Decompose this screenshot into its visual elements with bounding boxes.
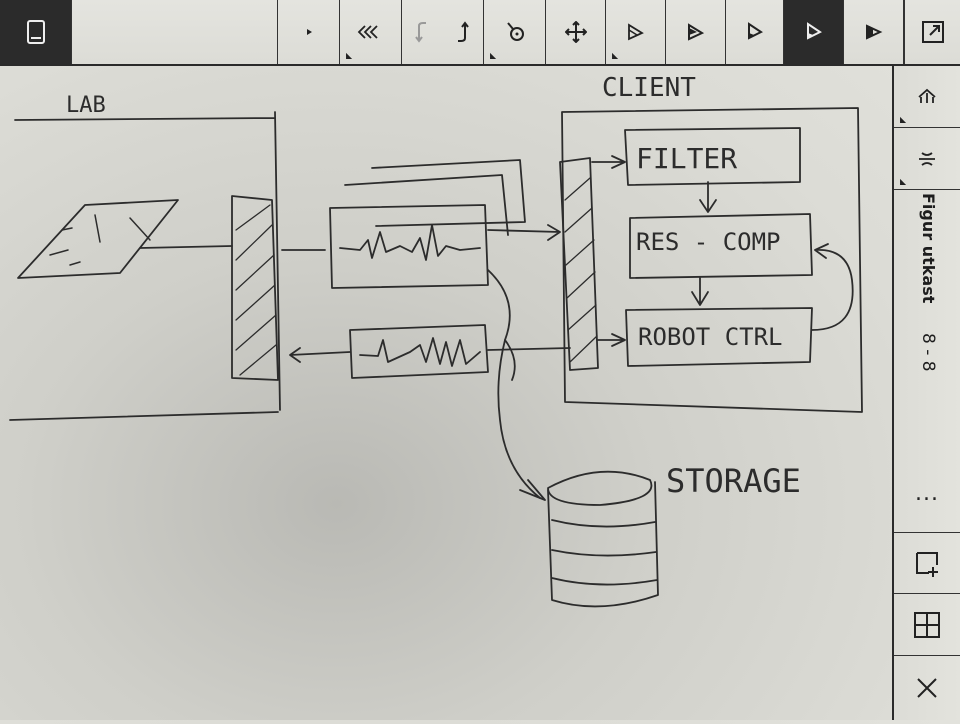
pen-thick-icon — [747, 22, 763, 40]
label-lab: LAB — [66, 93, 106, 118]
label-res-comp: RES - COMP — [636, 228, 781, 256]
move-button[interactable] — [546, 0, 606, 64]
add-page-icon — [916, 552, 938, 577]
play-button[interactable] — [278, 0, 340, 64]
add-page-button[interactable] — [894, 532, 960, 594]
redo-icon — [457, 21, 469, 42]
corner-marker: ◣ — [346, 51, 353, 60]
drawing-canvas[interactable]: LAB CLIENT FILTER RES - COMP ROBOT CTRL … — [0, 66, 892, 720]
lasso-icon — [506, 22, 524, 41]
move-icon — [564, 21, 587, 43]
collapse-up-button[interactable]: ◣ — [894, 66, 960, 128]
pen-thick-button[interactable] — [726, 0, 784, 64]
corner-marker: ◣ — [900, 115, 907, 124]
fullscreen-button[interactable] — [904, 0, 960, 64]
label-filter: FILTER — [636, 142, 737, 175]
lab-tablet — [17, 199, 179, 279]
pen-mode-button[interactable]: ◣ — [340, 0, 402, 64]
storage-cylinder — [487, 269, 659, 608]
corner-marker: ◣ — [490, 51, 497, 60]
fullscreen-icon — [921, 21, 944, 43]
play-icon — [306, 29, 312, 35]
sketch-drawing: LAB CLIENT FILTER RES - COMP ROBOT CTRL … — [9, 73, 863, 608]
document-title: Figur utkast — [919, 193, 938, 304]
label-storage: STORAGE — [666, 462, 801, 500]
eraser-button[interactable] — [844, 0, 904, 64]
undo-icon — [415, 22, 426, 43]
pen-selected-button[interactable] — [784, 0, 844, 64]
more-options-button[interactable]: ... — [915, 481, 939, 506]
grid-view-button[interactable] — [894, 594, 960, 656]
pen-medium-button[interactable] — [666, 0, 726, 64]
redo-button[interactable] — [442, 0, 484, 64]
sketch-labels: LAB CLIENT FILTER RES - COMP ROBOT CTRL … — [66, 73, 801, 500]
collapse-down-button[interactable]: ◣ — [894, 128, 960, 190]
eraser-icon — [865, 24, 882, 40]
top-toolbar: ◣ ◣ ◣ — [0, 0, 960, 66]
res-comp-box — [629, 213, 813, 279]
close-icon — [917, 678, 937, 698]
client-area — [559, 107, 863, 413]
lab-area — [9, 111, 351, 421]
corner-marker: ◣ — [900, 177, 907, 186]
right-sidebar: ◣ ◣ Figur utkast 8 - 8 ... — [892, 66, 960, 720]
lasso-button[interactable]: ◣ — [484, 0, 546, 64]
filter-box — [624, 127, 801, 186]
undo-button[interactable] — [402, 0, 442, 64]
close-button[interactable] — [894, 656, 960, 720]
corner-marker: ◣ — [612, 51, 619, 60]
pen-fine-button[interactable]: ◣ — [606, 0, 666, 64]
label-client: CLIENT — [602, 73, 696, 103]
pen-mode-icon — [357, 25, 378, 39]
pen-fine-icon — [627, 23, 644, 41]
label-robot-ctrl: ROBOT CTRL — [638, 323, 783, 351]
device-menu-button[interactable] — [0, 0, 72, 64]
device-menu-icon — [26, 20, 45, 44]
page-indicator: 8 - 8 — [918, 333, 938, 372]
lab-interface-box — [231, 195, 279, 381]
pen-medium-icon — [687, 23, 704, 41]
document-info: Figur utkast 8 - 8 — [894, 193, 960, 463]
pen-selected-icon — [806, 22, 822, 40]
collapse-down-icon — [919, 151, 935, 166]
client-interface-box — [559, 157, 599, 371]
collapse-up-icon — [918, 88, 936, 103]
grid-view-icon — [914, 611, 940, 638]
robot-ctrl-box — [625, 307, 813, 367]
toolbar-spacer — [72, 0, 278, 64]
signal-stack — [329, 159, 571, 379]
